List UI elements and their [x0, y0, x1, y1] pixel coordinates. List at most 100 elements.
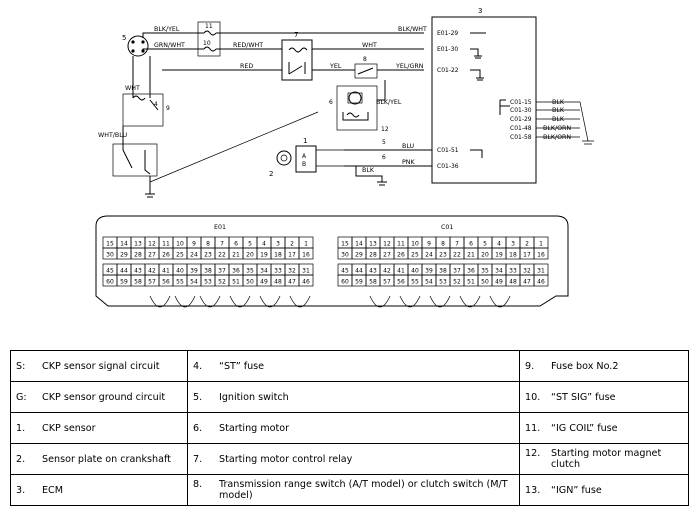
legend-text: “ST” fuse — [219, 360, 265, 372]
connector-pin-label: 19 — [495, 252, 503, 259]
connector-pin-label: 33 — [509, 268, 517, 275]
connector-pin-label: 54 — [190, 279, 198, 286]
callout-8: 8 — [363, 56, 367, 63]
legend-cell: 1.CKP sensor — [10, 412, 188, 444]
legend-text: Sensor plate on crankshaft — [42, 453, 171, 465]
connector-pin-label: 42 — [383, 268, 391, 275]
connector-pin-label: 46 — [537, 279, 545, 286]
wire-label-blk-orn-a: BLK/ORN — [543, 125, 571, 132]
connector-pin-label: 55 — [411, 279, 419, 286]
connector-pin-cell — [298, 274, 314, 287]
connector-pin-label: 29 — [120, 252, 128, 259]
connector-pin-label: 10 — [411, 241, 419, 248]
connector-pin-label: 6 — [234, 241, 238, 248]
wire-label-wht: WHT — [362, 42, 377, 49]
legend-key: 13. — [525, 484, 541, 496]
legend-cell: 12.Starting motor magnet clutch — [519, 443, 689, 475]
connector-pin-label: 49 — [495, 279, 503, 286]
connector-pin-label: 2 — [525, 241, 529, 248]
wire-label-blk-yel-2: BLK/YEL — [376, 99, 402, 106]
connector-pin-label: 1 — [539, 241, 543, 248]
connector-pin-label: 17 — [523, 252, 531, 259]
connector-pin-label: 53 — [204, 279, 212, 286]
wire-label-blk-yel: BLK/YEL — [154, 26, 180, 33]
connector-pin-label: 18 — [274, 252, 282, 259]
connector-pin-label: 25 — [411, 252, 419, 259]
legend-cell: S:CKP sensor signal circuit — [10, 350, 188, 382]
wire-label-blk-wht: BLK/WHT — [398, 26, 427, 33]
connector-pin-label: 27 — [148, 252, 156, 259]
connector-pin-label: 11 — [162, 241, 170, 248]
connector-pin-label: 44 — [355, 268, 363, 275]
connector-pin-label: 4 — [262, 241, 266, 248]
connector-pin-label: 14 — [120, 241, 128, 248]
terminal-c01-51: C01-51 — [437, 147, 459, 154]
connector-pin-label: 12 — [383, 241, 391, 248]
callout-11: 11 — [205, 23, 213, 30]
callout-12: 12 — [381, 126, 389, 133]
connector-pin-label: 40 — [176, 268, 184, 275]
connector-pin-label: 24 — [190, 252, 198, 259]
legend-key: 10. — [525, 391, 541, 403]
connector-pin-label: 7 — [455, 241, 459, 248]
fuse-11 — [197, 21, 221, 57]
connector-pin-label: 40 — [411, 268, 419, 275]
legend-key: 11. — [525, 422, 541, 434]
callout-5: 5 — [122, 34, 126, 42]
legend-text: Starting motor control relay — [219, 453, 353, 465]
connector-pin-label: 27 — [383, 252, 391, 259]
wire-label-blu: BLU — [402, 143, 415, 150]
legend-text: Starting motor — [219, 422, 290, 434]
callout-9: 9 — [166, 105, 170, 112]
terminal-e01-29: E01-29 — [437, 30, 458, 37]
connector-label-e01: E01 — [214, 224, 226, 231]
wire-label-yel-grn: YEL/GRN — [395, 63, 424, 70]
legend-key: 6. — [193, 422, 203, 434]
connector-pin-label: 35 — [481, 268, 489, 275]
connector-pin-label: 49 — [260, 279, 268, 286]
connector-pin-label: 41 — [162, 268, 170, 275]
connector-pin-label: 13 — [369, 241, 377, 248]
connector-pin-label: 20 — [481, 252, 489, 259]
legend-cell: 7.Starting motor control relay — [187, 443, 520, 475]
connector-pin-label: 34 — [495, 268, 503, 275]
connector-pin-label: 17 — [288, 252, 296, 259]
connector-pin-label: 8 — [206, 241, 210, 248]
connector-pin-label: 47 — [288, 279, 296, 286]
connector-pin-label: 50 — [481, 279, 489, 286]
connector-pin-label: 31 — [302, 268, 310, 275]
legend-cell: 6. Starting motor — [187, 412, 520, 444]
legend-key: 8. — [193, 479, 203, 490]
connector-pin-label: 42 — [148, 268, 156, 275]
connector-pin-label: 56 — [162, 279, 170, 286]
connector-pin-cell — [298, 247, 314, 260]
legend-key: S: — [16, 360, 26, 372]
connector-pin-label: 11 — [397, 241, 405, 248]
connector-pin-label: 24 — [425, 252, 433, 259]
connector-pin-label: 20 — [246, 252, 254, 259]
connector-pin-label: 26 — [162, 252, 170, 259]
connector-pin-label: 28 — [134, 252, 142, 259]
terminal-c01-30: C01-30 — [510, 107, 532, 114]
connector-pin-label: 6 — [469, 241, 473, 248]
connector-pin-label: 4 — [497, 241, 501, 248]
connector-pin-label: 32 — [288, 268, 296, 275]
connector-pin-label: 2 — [290, 241, 294, 248]
wire-label-blk-c: BLK — [552, 116, 565, 123]
callout-2: 2 — [269, 170, 273, 178]
callout-7: 7 — [294, 31, 298, 39]
wire-label-wht-blu: WHT/BLU — [98, 132, 127, 139]
connector-pin-label: 30 — [106, 252, 114, 259]
connector-pin-label: 13 — [134, 241, 142, 248]
wire-label-blk-orn-b: BLK/ORN — [543, 134, 571, 141]
connector-pin-label: 9 — [192, 241, 196, 248]
connector-pin-label: 38 — [204, 268, 212, 275]
legend-text: CKP sensor ground circuit — [42, 391, 166, 403]
legend-cell: 8.Transmission range switch (A/T model) … — [187, 474, 520, 506]
connector-pin-label: 58 — [369, 279, 377, 286]
connector-pin-label: 8 — [441, 241, 445, 248]
legend-cell: G:CKP sensor ground circuit — [10, 381, 188, 413]
